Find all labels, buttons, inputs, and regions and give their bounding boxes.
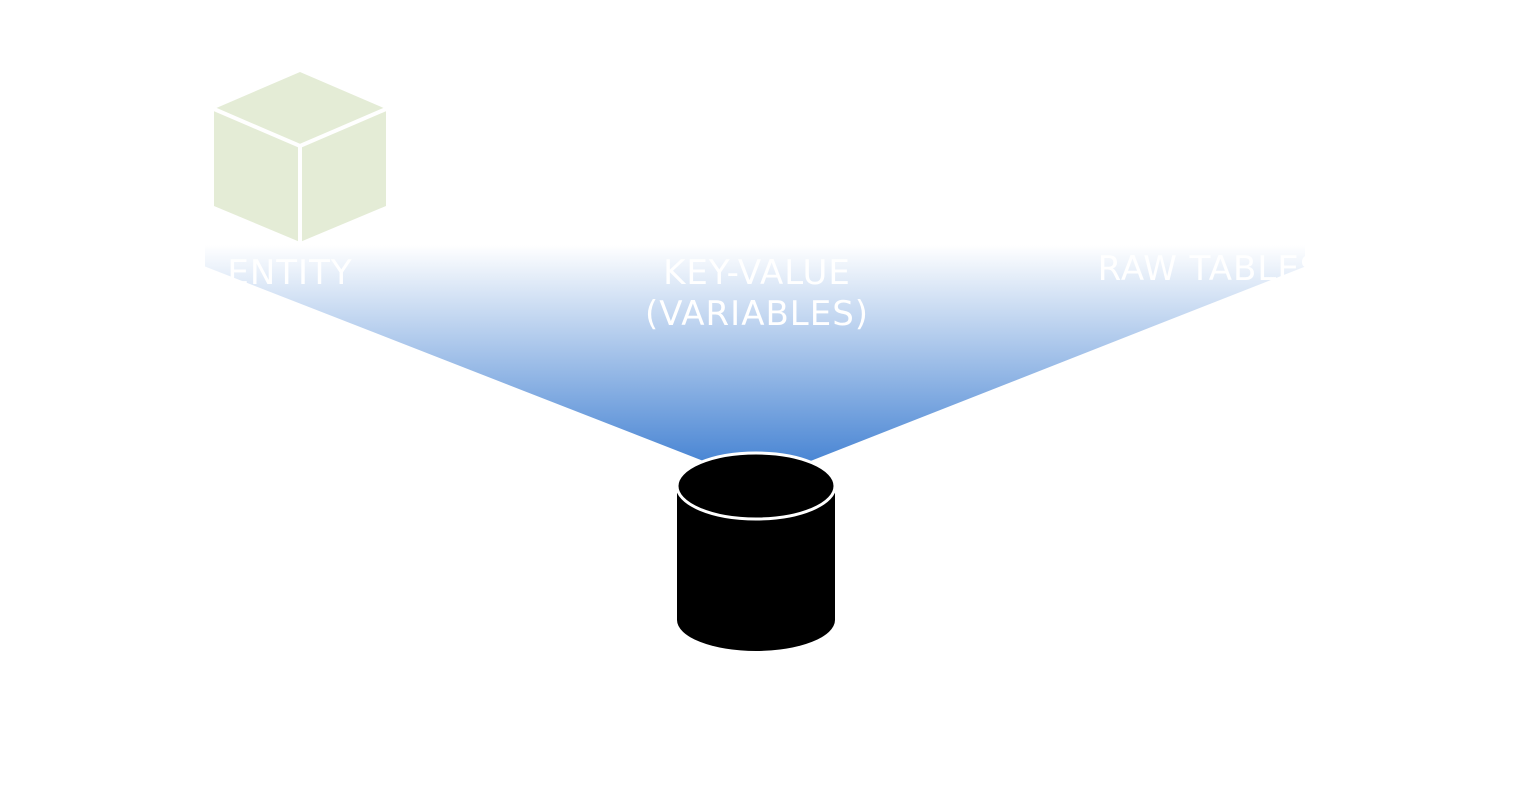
database-cylinder-icon <box>675 451 837 651</box>
raw-tables-label: RAW TABLES <box>1098 249 1323 289</box>
key-value-label-line2: (VARIABLES) <box>645 294 869 334</box>
key-value-label-line1: KEY-VALUE <box>663 253 851 293</box>
cube-icon <box>213 72 387 242</box>
entity-label: ENTITY <box>227 253 352 293</box>
projection-beam <box>205 245 1305 462</box>
